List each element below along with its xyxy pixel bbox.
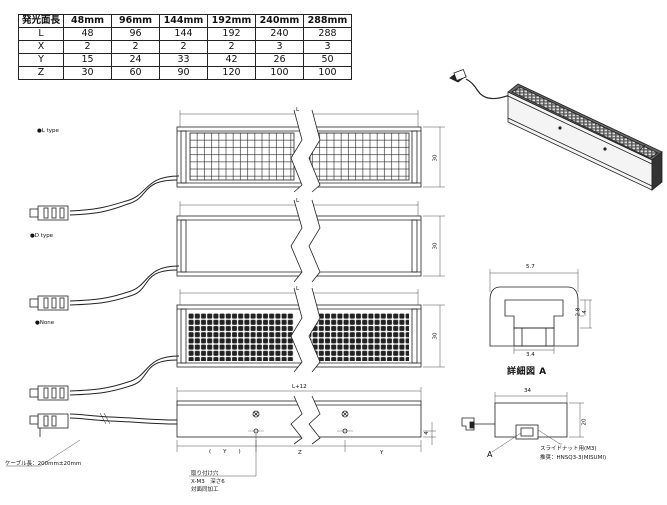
dim-z: Z xyxy=(298,450,302,456)
dim-30-d: 30 xyxy=(432,242,439,250)
dim-2-8: 2.8 xyxy=(575,307,582,317)
table-cell: 30 xyxy=(63,66,112,80)
detail-a-marker: A xyxy=(487,450,493,459)
spec-table: 発光面長 48mm 96mm 144mm 192mm 240mm 288mm L… xyxy=(18,14,352,80)
none-type-unit xyxy=(29,287,445,401)
dim-4-detail: 4 xyxy=(581,310,588,314)
none-type-label: ●None xyxy=(35,320,55,326)
dim-l-plus-12: L+12 xyxy=(292,384,307,390)
dim-l-mid: L xyxy=(296,198,300,204)
table-row: Z 30 60 90 120 100 100 xyxy=(18,66,352,80)
end-view xyxy=(461,392,584,453)
detail-a-profile xyxy=(489,269,592,354)
l-type-label: ●L type xyxy=(37,128,59,134)
slide-nut-note-1: スライドナット用(M3) xyxy=(540,446,597,452)
dim-y: Y xyxy=(380,450,384,456)
mount-hole-note-2: X-M3 深さ6 xyxy=(191,479,225,485)
dim-l-top: L xyxy=(296,107,300,113)
dim-30-l: 30 xyxy=(432,154,439,162)
dim-5-7: 5.7 xyxy=(526,264,535,270)
dim-34-end: 34 xyxy=(524,388,531,394)
slide-nut-note-2: 推奨：HNSQ3-3(MISUMI) xyxy=(540,455,607,461)
table-cell: 288 xyxy=(303,27,352,41)
side-view xyxy=(6,387,436,477)
mount-hole-note-3: 対面同加工 xyxy=(191,487,219,493)
l-type-unit xyxy=(29,109,445,221)
dim-30-none: 30 xyxy=(432,332,439,340)
d-type-unit xyxy=(29,199,445,311)
table-row: X 2 2 2 2 3 3 xyxy=(18,40,352,54)
d-type-label: ●D type xyxy=(30,233,54,239)
isometric-product-view xyxy=(449,69,663,191)
dim-y-paren: (Y) xyxy=(209,449,253,455)
detail-a-title: 詳細図 A xyxy=(507,367,547,377)
table-cell: 100 xyxy=(303,66,352,80)
table-cell: 90 xyxy=(159,66,208,80)
table-cell: Z xyxy=(18,66,64,80)
table-header-row: 発光面長 48mm 96mm 144mm 192mm 240mm 288mm xyxy=(18,14,352,28)
cable-length-note: ケーブル長：200mm±20mm xyxy=(5,461,82,467)
dim-4-side: 4 xyxy=(423,431,430,435)
mount-hole-note-1: 取り付け穴 xyxy=(191,471,219,477)
dim-l-none: L xyxy=(296,286,300,292)
dim-20-end: 20 xyxy=(581,418,588,426)
dim-3-4: 3.4 xyxy=(526,352,535,358)
